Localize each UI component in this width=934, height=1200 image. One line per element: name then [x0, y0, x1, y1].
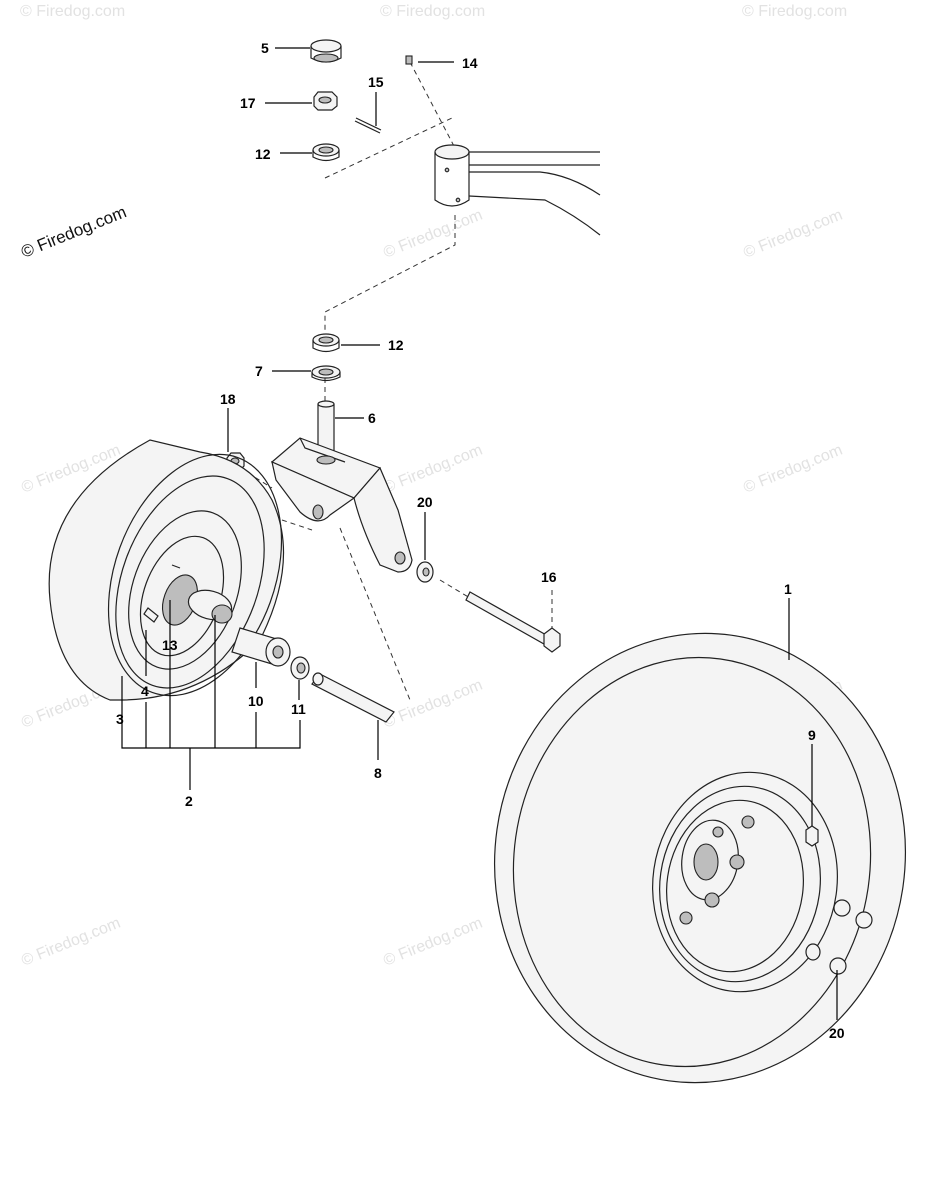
- watermark: © Firedog.com: [381, 442, 485, 497]
- part-15-cotter-pin: [354, 117, 382, 134]
- left-wheel-assembly: [48, 439, 285, 701]
- watermark: © Firedog.com: [741, 207, 845, 262]
- part-17-nut: [313, 91, 338, 111]
- callout-5: 5: [261, 40, 269, 56]
- part-11-washer: [290, 656, 310, 680]
- callout-12-upper: 12: [255, 146, 271, 162]
- callout-12-lower: 12: [388, 337, 404, 353]
- callout-17: 17: [240, 95, 256, 111]
- callout-9: 9: [808, 727, 816, 743]
- part-5-dust-cap: [310, 39, 342, 63]
- callout-13: 13: [162, 637, 178, 653]
- watermark: © Firedog.com: [380, 3, 485, 20]
- callout-15: 15: [368, 74, 384, 90]
- watermark: © Firedog.com: [19, 915, 123, 970]
- part-6-caster-yoke: [270, 400, 413, 573]
- part-7-seal: [311, 365, 341, 382]
- part-8-axle: [311, 672, 395, 723]
- part-20-washer-upper: [416, 561, 434, 583]
- watermark: © Firedog.com: [381, 207, 485, 262]
- part-16-bolt: [465, 591, 561, 653]
- watermark: © Firedog.com: [742, 3, 847, 20]
- frame-tube: [434, 144, 601, 236]
- callout-8: 8: [374, 765, 382, 781]
- callout-20-lower: 20: [829, 1025, 845, 1041]
- callout-4: 4: [141, 683, 149, 699]
- watermark: © Firedog.com: [741, 442, 845, 497]
- right-wheel: [493, 632, 907, 1084]
- watermark: © Firedog.com: [381, 677, 485, 732]
- callout-16: 16: [541, 569, 557, 585]
- watermark-dark: © Firedog.com: [18, 202, 129, 261]
- callout-18: 18: [220, 391, 236, 407]
- callout-1: 1: [784, 581, 792, 597]
- part-14-grease-fitting: [405, 55, 413, 65]
- callout-3: 3: [116, 711, 124, 727]
- callout-6: 6: [368, 410, 376, 426]
- leader-lines: [121, 47, 838, 1020]
- callout-7: 7: [255, 363, 263, 379]
- callout-10: 10: [248, 693, 264, 709]
- part-10-spacer: [231, 627, 291, 667]
- watermark: © Firedog.com: [381, 915, 485, 970]
- callout-2: 2: [185, 793, 193, 809]
- part-12-bearing-lower: [312, 333, 340, 353]
- callout-11: 11: [291, 701, 306, 717]
- part-12-bearing-upper: [312, 143, 340, 162]
- callout-14: 14: [462, 55, 478, 71]
- callout-labels: 5 14 17 15 12 12 7 6 18 20 16 1 13 4 3 1…: [116, 40, 845, 1041]
- callout-20-upper: 20: [417, 494, 433, 510]
- watermark: © Firedog.com: [20, 3, 125, 20]
